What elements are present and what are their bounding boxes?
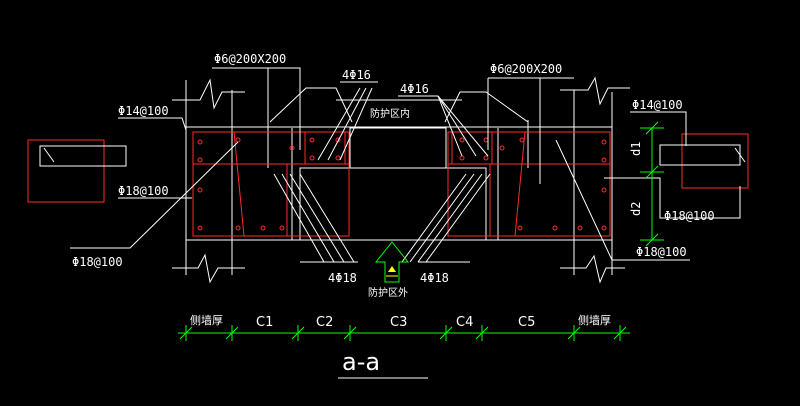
bars-label-top-left: 4Φ16 bbox=[342, 68, 371, 82]
dim-label-d1: d1 bbox=[629, 142, 643, 156]
dist-label-bot-right: Φ18@100 bbox=[636, 245, 687, 259]
zone-label-inner: 防护区内 bbox=[370, 107, 410, 120]
rebar-dots bbox=[197, 137, 607, 231]
section-title: a-a bbox=[342, 348, 380, 376]
vertical-dimension bbox=[640, 121, 664, 247]
protection-arrow bbox=[374, 241, 410, 283]
dim-c5: C5 bbox=[518, 315, 535, 330]
dim-c4: C4 bbox=[456, 315, 473, 330]
dist-label-mid-right: Φ18@100 bbox=[664, 209, 715, 223]
stirrup-label-right: Φ6@200X200 bbox=[490, 62, 562, 76]
dim-c1: C1 bbox=[256, 315, 273, 330]
dim-wall-right: 侧墙厚 bbox=[578, 313, 611, 327]
bars-label-bot-right: 4Φ18 bbox=[420, 271, 449, 285]
stirrup-label-left: Φ6@200X200 bbox=[214, 52, 286, 66]
dim-c3: C3 bbox=[390, 315, 407, 330]
dist-label-bot-left: Φ18@100 bbox=[72, 255, 123, 269]
dim-c2: C2 bbox=[316, 315, 333, 330]
dist-label-top-right: Φ14@100 bbox=[632, 98, 683, 112]
horizontal-dimension bbox=[178, 325, 630, 341]
reinforcement bbox=[192, 131, 611, 237]
right-wall-block bbox=[659, 133, 749, 189]
dist-label-top-left: Φ14@100 bbox=[118, 104, 169, 118]
bars-label-bot-left: 4Φ18 bbox=[328, 271, 357, 285]
dist-label-mid-left: Φ18@100 bbox=[118, 184, 169, 198]
left-wall-block bbox=[27, 139, 127, 203]
dim-label-d2: d2 bbox=[629, 202, 643, 216]
zone-label-outer: 防护区外 bbox=[368, 286, 408, 299]
bars-label-top-right: 4Φ16 bbox=[400, 82, 429, 96]
leader-lines bbox=[70, 67, 741, 263]
dim-wall-left: 侧墙厚 bbox=[190, 313, 223, 327]
